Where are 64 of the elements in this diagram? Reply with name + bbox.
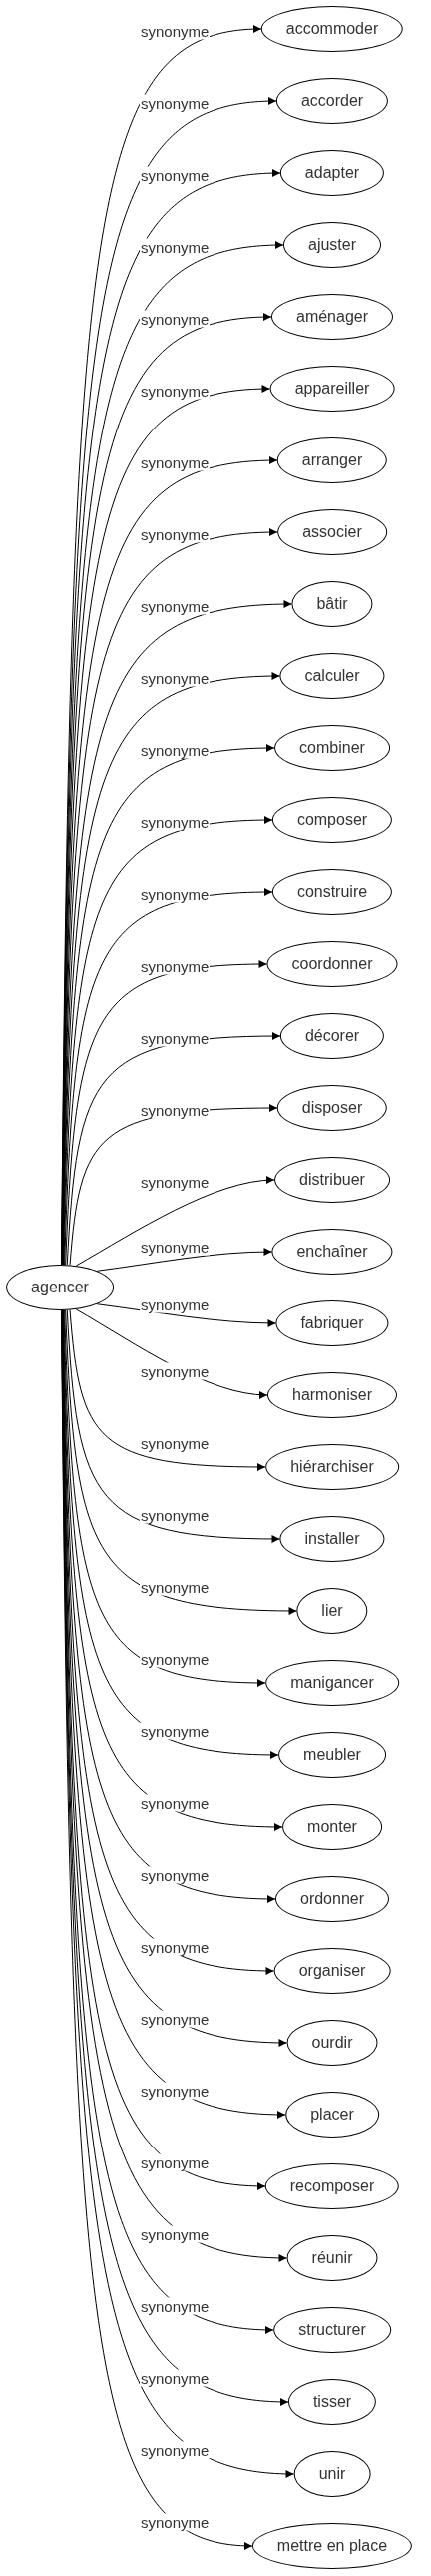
arrow	[65, 960, 267, 1266]
arrow	[96, 1303, 276, 1327]
edge-label: synonyme	[140, 1722, 211, 1740]
word-ellipse: harmoniser	[267, 1372, 397, 1418]
word-ellipse: aménager	[271, 294, 393, 340]
word-ellipse: structurer	[273, 2307, 391, 2353]
arrow	[63, 816, 273, 1266]
word-ellipse: fabriquer	[275, 1300, 389, 1346]
word-ellipse: hiérarchiser	[265, 1444, 399, 1490]
word-ellipse: manigancer	[265, 1660, 399, 1706]
word-ellipse: accommoder	[260, 6, 404, 52]
word-ellipse: unir	[293, 2451, 371, 2497]
word-ellipse: décorer	[279, 1013, 385, 1059]
edge-label: synonyme	[140, 2225, 211, 2243]
word-ellipse: composer	[271, 797, 393, 843]
word-ellipse: construire	[271, 869, 393, 915]
word-ellipse: recomposer	[264, 2163, 400, 2209]
edge-label: synonyme	[140, 2153, 211, 2171]
arrow	[64, 888, 273, 1266]
edge-label: synonyme	[140, 1794, 211, 1812]
edge-label: synonyme	[140, 1362, 211, 1380]
edge-label: synonyme	[140, 310, 211, 328]
word-ellipse: installer	[279, 1516, 385, 1562]
word-ellipse: coordonner	[266, 941, 398, 987]
arrow	[66, 1309, 280, 1543]
edge-label: synonyme	[140, 238, 211, 256]
edge-label: synonyme	[140, 166, 211, 184]
word-ellipse: réunir	[286, 2235, 378, 2281]
arrow	[65, 1309, 297, 1615]
word-ellipse: combiner	[274, 725, 390, 771]
word-ellipse: associer	[277, 509, 387, 555]
word-ellipse: distribuer	[274, 1157, 390, 1203]
word-ellipse: bâtir	[291, 581, 373, 627]
arrow	[64, 1309, 266, 1687]
arrow	[60, 1309, 253, 2550]
word-ellipse: accorder	[275, 78, 389, 124]
edge-label: synonyme	[140, 2441, 211, 2459]
edge-label: synonyme	[140, 94, 211, 112]
edge-label: synonyme	[140, 1866, 211, 1884]
word-ellipse: disposer	[276, 1085, 388, 1131]
word-ellipse: monter	[282, 1804, 382, 1850]
word-ellipse: organiser	[273, 1948, 391, 1994]
edge-label: synonyme	[140, 2082, 211, 2100]
word-ellipse: ordonner	[275, 1876, 389, 1922]
word-ellipse: ourdir	[286, 2020, 378, 2066]
edge-label: synonyme	[140, 2297, 211, 2315]
word-ellipse: lier	[296, 1588, 368, 1634]
edge-label: synonyme	[140, 1938, 211, 1956]
edge-label: synonyme	[140, 2513, 211, 2531]
word-ellipse: ajuster	[283, 222, 381, 268]
arrow	[96, 1248, 272, 1272]
word-ellipse: agencer	[6, 1265, 114, 1310]
word-ellipse: calculer	[279, 653, 385, 699]
word-ellipse: placer	[285, 2092, 379, 2138]
arrow	[69, 1309, 266, 1471]
word-ellipse: appareiller	[269, 366, 395, 412]
edge-label: synonyme	[140, 2369, 211, 2387]
word-ellipse: arranger	[276, 437, 388, 483]
word-ellipse: enchaîner	[271, 1229, 393, 1275]
word-ellipse: mettre en place	[251, 2523, 413, 2569]
word-ellipse: meubler	[278, 1732, 386, 1778]
edge-label: synonyme	[140, 2010, 211, 2028]
word-ellipse: adapter	[279, 150, 385, 196]
word-ellipse: tisser	[287, 2379, 377, 2425]
